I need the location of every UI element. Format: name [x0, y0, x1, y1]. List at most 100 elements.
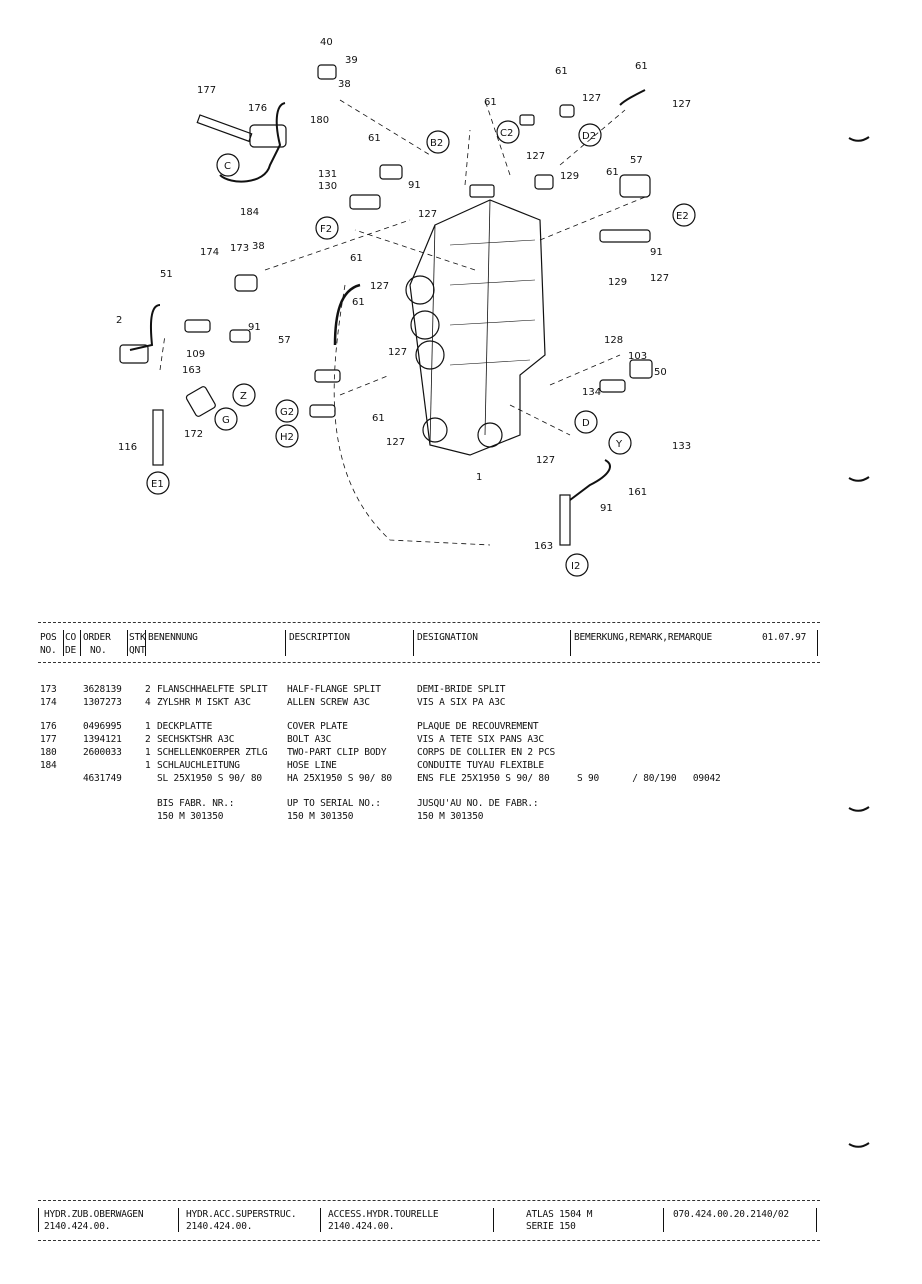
ref-label-161: 161: [628, 487, 647, 498]
binder-mark: [848, 136, 870, 142]
header-pos: POS: [40, 632, 57, 643]
ref-label-109: 109: [186, 349, 205, 360]
row-pos: 180: [40, 747, 57, 758]
row-pos: 184: [40, 760, 57, 771]
header-co: CO: [65, 632, 77, 643]
row-benennung: DECKPLATTE: [157, 721, 213, 732]
footer-rule-top: [38, 1200, 820, 1201]
ref-letter-g: G: [222, 415, 230, 426]
footer-model: ATLAS 1504 M: [526, 1209, 593, 1220]
row-description: BOLT A3C: [287, 734, 332, 745]
ref-label-61: 61: [372, 413, 385, 424]
row-description: HALF-FLANGE SPLIT: [287, 684, 381, 695]
footer-series: SERIE 150: [526, 1221, 576, 1232]
row-qty: 2: [145, 734, 151, 745]
row-description: 150 M 301350: [287, 811, 354, 822]
ref-letter-e2: E2: [676, 211, 689, 222]
ref-label-163: 163: [182, 365, 201, 376]
header-remark: BEMERKUNG,REMARK,REMARQUE: [574, 632, 712, 643]
ref-label-127: 127: [672, 99, 691, 110]
ref-letter-y: Y: [615, 439, 623, 450]
ref-label-91: 91: [600, 503, 613, 514]
ref-letter-e1: E1: [151, 479, 164, 490]
header-designation: DESIGNATION: [417, 632, 478, 643]
header-description: DESCRIPTION: [289, 632, 350, 643]
row-description: COVER PLATE: [287, 721, 348, 732]
ref-label-61: 61: [350, 253, 363, 264]
row-remark: S 90 / 80/190 09042: [577, 773, 721, 784]
ref-label-134: 134: [582, 387, 601, 398]
ref-label-91: 91: [248, 322, 261, 333]
row-qty: 1: [145, 760, 151, 771]
ref-label-130: 130: [318, 181, 337, 192]
row-order-no: 0496995: [83, 721, 122, 732]
footer-rule-bottom: [38, 1240, 820, 1241]
ref-label-61: 61: [368, 133, 381, 144]
ref-label-133: 133: [672, 441, 691, 452]
ref-label-61: 61: [484, 97, 497, 108]
ref-letter-c: C: [224, 161, 231, 172]
ref-label-163: 163: [534, 541, 553, 552]
row-order-no: 3628139: [83, 684, 122, 695]
row-designation: 150 M 301350: [417, 811, 484, 822]
footer-document-number: 070.424.00.20.2140/02: [673, 1209, 789, 1220]
row-designation: CORPS DE COLLIER EN 2 PCS: [417, 747, 555, 758]
row-qty: 1: [145, 747, 151, 758]
row-benennung: BIS FABR. NR.:: [157, 798, 235, 809]
footer-code-en: 2140.424.00.: [186, 1221, 253, 1232]
ref-label-40: 40: [320, 37, 333, 48]
ref-label-61: 61: [635, 61, 648, 72]
ref-label-57: 57: [278, 335, 291, 346]
ref-label-127: 127: [536, 455, 555, 466]
hydraulic-parts-diagram: 40 39 38 177 176 180 C 184 131 130 61 91…: [116, 37, 696, 577]
ref-label-172: 172: [184, 429, 203, 440]
row-benennung: SECHSKTSHR A3C: [157, 734, 235, 745]
row-order-no: 2600033: [83, 747, 122, 758]
row-benennung: SCHELLENKOERPER ZTLG: [157, 747, 268, 758]
row-designation: DEMI-BRIDE SPLIT: [417, 684, 506, 695]
row-order-no: 1307273: [83, 697, 122, 708]
ref-label-38: 38: [338, 79, 351, 90]
row-description: ALLEN SCREW A3C: [287, 697, 370, 708]
row-qty: 1: [145, 721, 151, 732]
binder-mark: [848, 806, 870, 812]
header-benennung: BENENNUNG: [148, 632, 198, 643]
footer-code-de: 2140.424.00.: [44, 1221, 111, 1232]
ref-label-173: 173: [230, 243, 249, 254]
ref-label-61: 61: [555, 66, 568, 77]
footer-title-en: HYDR.ACC.SUPERSTRUC.: [186, 1209, 297, 1220]
ref-label-129: 129: [608, 277, 627, 288]
ref-label-61: 61: [606, 167, 619, 178]
footer-title-de: HYDR.ZUB.OBERWAGEN: [44, 1209, 144, 1220]
ref-label-50: 50: [654, 367, 667, 378]
row-designation: VIS A SIX PA A3C: [417, 697, 506, 708]
row-designation: JUSQU'AU NO. DE FABR.:: [417, 798, 539, 809]
row-pos: 176: [40, 721, 57, 732]
ref-letter-d2: D2: [582, 131, 596, 142]
ref-label-1: 1: [476, 472, 482, 483]
ref-label-180: 180: [310, 115, 329, 126]
row-pos: 173: [40, 684, 57, 695]
ref-label-116: 116: [118, 442, 137, 453]
ref-label-177: 177: [197, 85, 216, 96]
row-benennung: 150 M 301350: [157, 811, 224, 822]
ref-label-127: 127: [386, 437, 405, 448]
table-rule-header: [38, 662, 820, 663]
header-order: ORDER: [83, 632, 111, 643]
valve-block-body: [409, 199, 546, 456]
row-designation: PLAQUE DE RECOUVREMENT: [417, 721, 539, 732]
ref-label-57: 57: [630, 155, 643, 166]
row-benennung: FLANSCHHAELFTE SPLIT: [157, 684, 268, 695]
ref-label-2: 2: [116, 315, 122, 326]
ref-letter-d: D: [582, 418, 590, 429]
row-qty: 2: [145, 684, 151, 695]
row-designation: VIS A TETE SIX PANS A3C: [417, 734, 544, 745]
table-rule-top: [38, 622, 820, 623]
ref-label-127: 127: [388, 347, 407, 358]
header-stk: STK: [129, 632, 146, 643]
ref-letter-b2: B2: [430, 138, 443, 149]
row-benennung: SL 25X1950 S 90/ 80: [157, 773, 262, 784]
ref-label-127: 127: [650, 273, 669, 284]
row-qty: 4: [145, 697, 151, 708]
ref-letter-i2: I2: [571, 561, 580, 572]
